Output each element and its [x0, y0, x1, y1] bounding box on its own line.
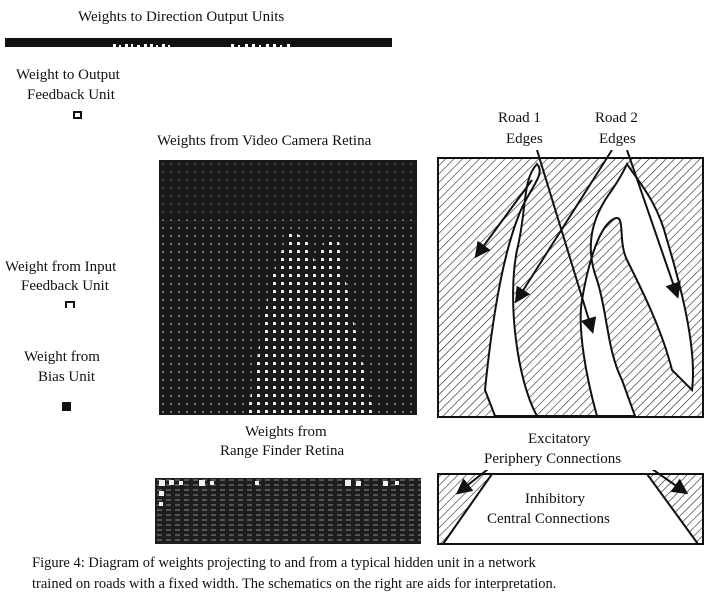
- output-feedback-unit-weight: [73, 111, 82, 119]
- video-retina-label: Weights from Video Camera Retina: [157, 133, 372, 149]
- road-schematic: [437, 150, 704, 418]
- figure-caption: Figure 4: Diagram of weights projecting …: [32, 553, 702, 595]
- direction-output-weights-strip: [5, 38, 392, 49]
- road2-label-line2: Edges: [599, 131, 636, 147]
- road1-label-line1: Road 1: [498, 110, 541, 126]
- range-finder-label-line1: Weights from: [245, 424, 327, 440]
- input-feedback-label-line1: Weight from Input: [5, 259, 117, 275]
- direction-output-weights-pattern: [113, 44, 290, 49]
- inhibitory-label-line1: Inhibitory: [525, 491, 585, 507]
- bias-label-line1: Weight from: [24, 349, 100, 365]
- input-feedback-unit-weight: [65, 301, 75, 308]
- range-finder-label-line2: Range Finder Retina: [220, 443, 345, 459]
- bias-label-line2: Bias Unit: [38, 369, 96, 385]
- range-finder-weights: [155, 478, 421, 544]
- bias-unit-weight: [62, 402, 71, 411]
- road1-label-line2: Edges: [506, 131, 543, 147]
- caption-line1: Figure 4: Diagram of weights projecting …: [32, 555, 536, 571]
- direction-output-label: Weights to Direction Output Units: [78, 9, 285, 25]
- inhibitory-label-line2: Central Connections: [487, 511, 610, 527]
- connection-schematic: [437, 470, 704, 545]
- video-retina-weights: [159, 160, 417, 415]
- output-feedback-label-line1: Weight to Output: [16, 67, 120, 83]
- road2-label-line1: Road 2: [595, 110, 638, 126]
- excitatory-label-line1: Excitatory: [528, 431, 591, 447]
- caption-line2: trained on roads with a fixed width. The…: [32, 576, 557, 592]
- range-finder-weights-pattern: [155, 478, 421, 544]
- video-retina-weights-pattern: [159, 160, 417, 415]
- excitatory-label-line2: Periphery Connections: [484, 451, 622, 467]
- input-feedback-label-line2: Feedback Unit: [21, 278, 109, 294]
- output-feedback-label-line2: Feedback Unit: [27, 87, 115, 103]
